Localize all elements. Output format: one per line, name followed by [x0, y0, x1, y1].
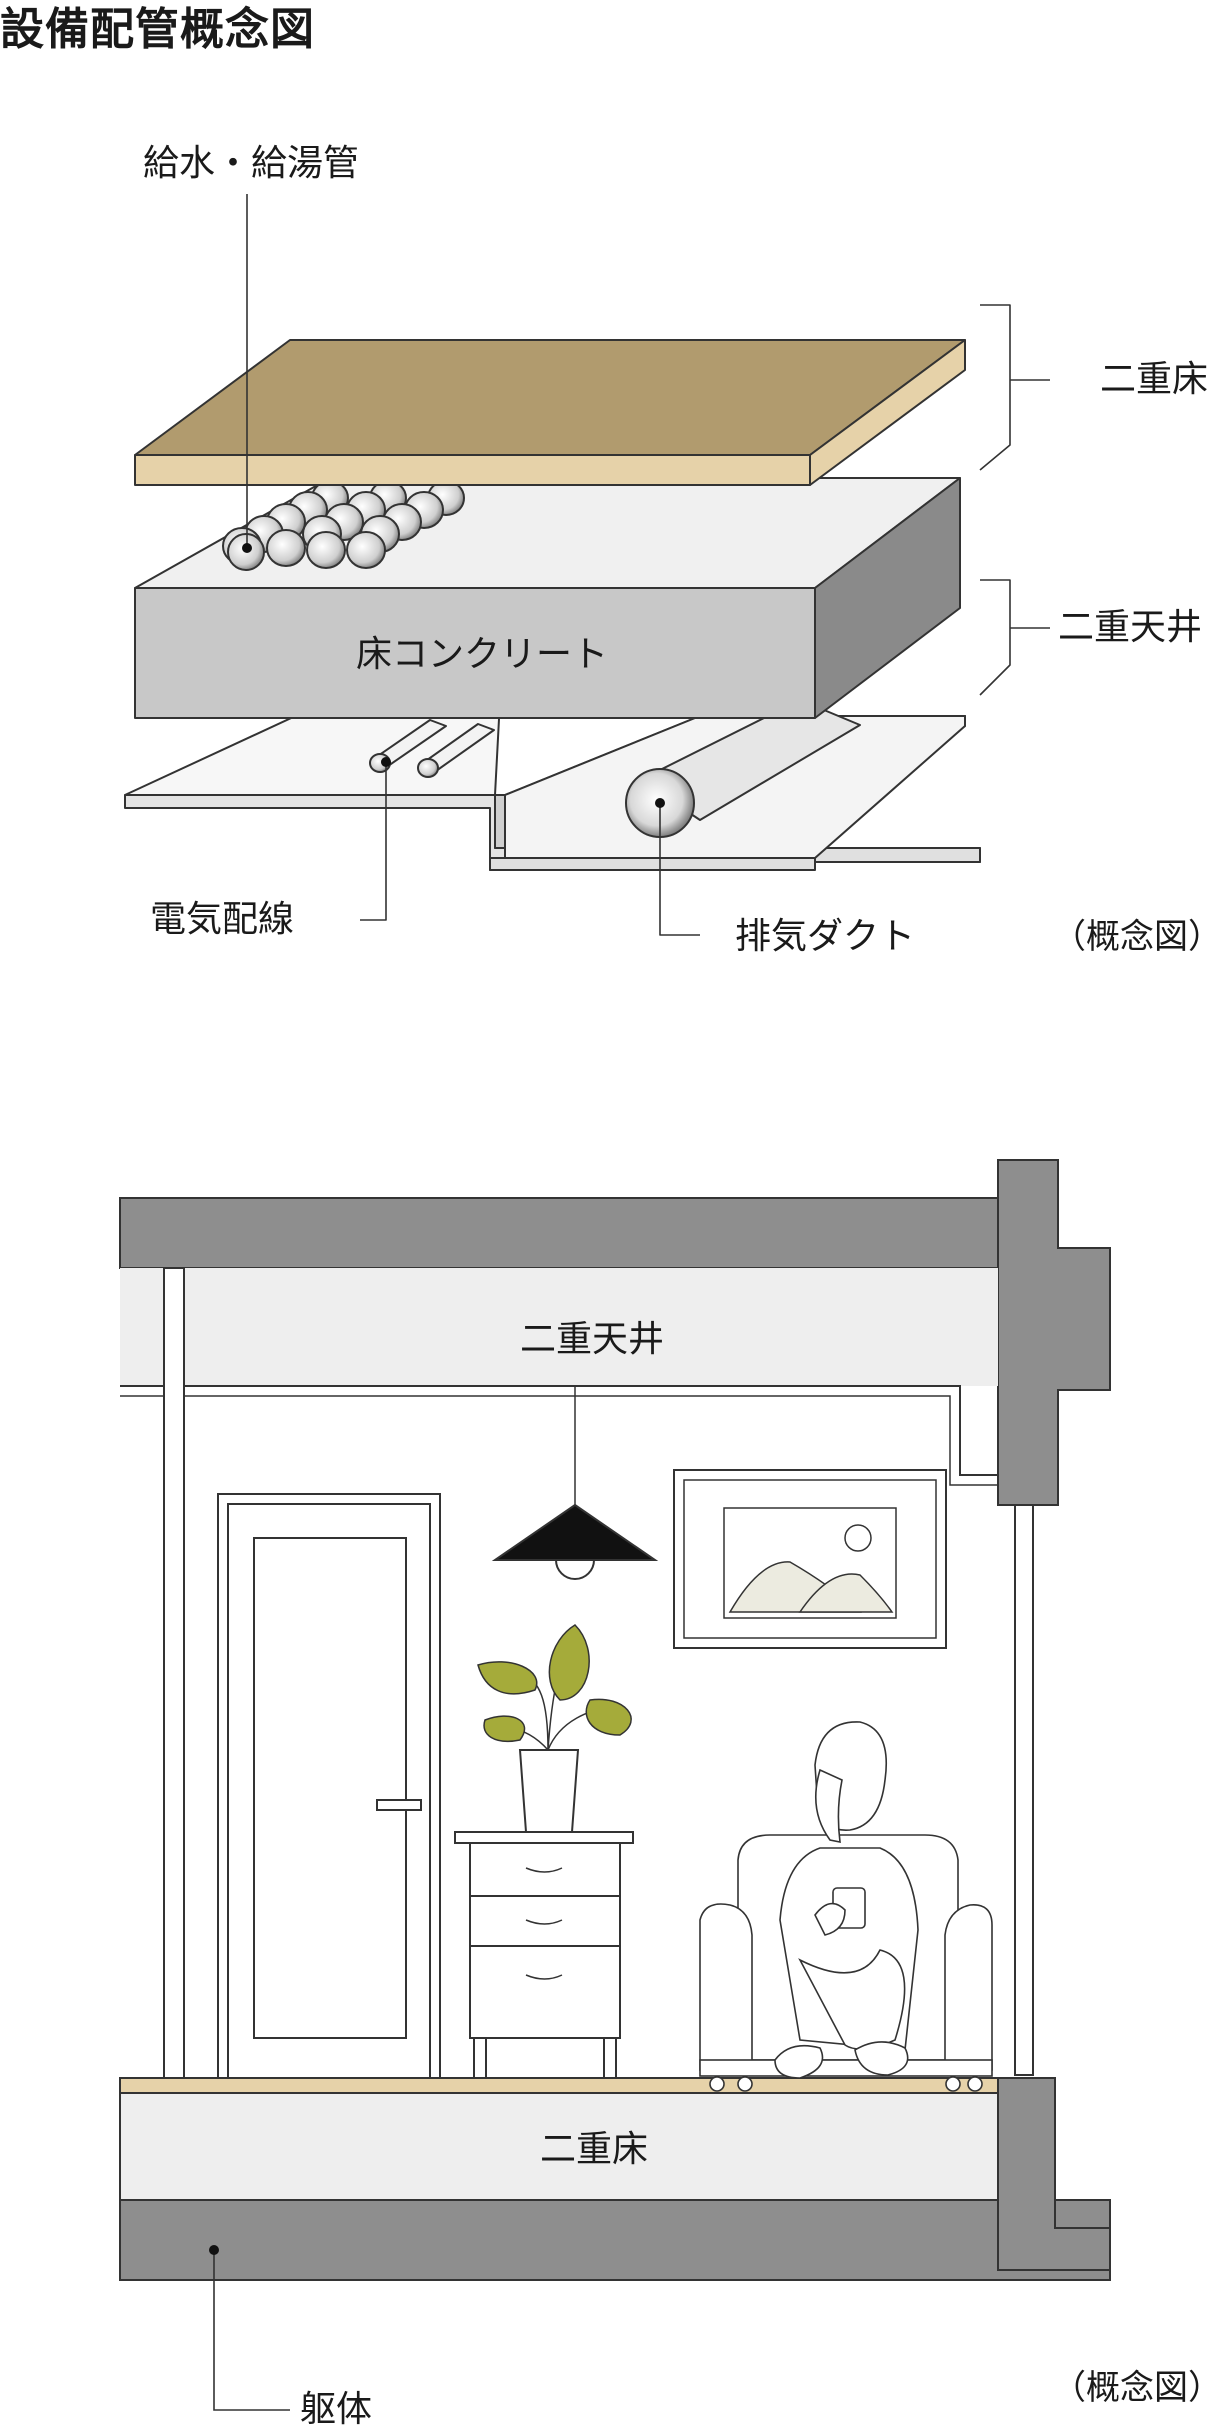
label-double-floor-upper: 二重床: [1100, 359, 1209, 400]
leader-structure: [213, 2250, 290, 2411]
upper-diagram: [124, 194, 1050, 936]
label-double-ceiling-lower: 二重天井: [520, 1319, 665, 1360]
label-double-ceiling-upper: 二重天井: [1058, 607, 1203, 648]
structure-frame: [119, 1159, 1111, 2281]
lower-diagram: [119, 1159, 1111, 2411]
double-floor-board: [134, 339, 966, 486]
label-floor-concrete: 床コンクリート: [356, 634, 609, 675]
electric-wiring-pipes: [369, 719, 495, 778]
label-concept-note-upper: （概念図）: [1052, 917, 1222, 957]
leader-dots-upper: [242, 543, 665, 808]
leader-lines-upper: [246, 194, 700, 936]
bracket-double-floor: [979, 304, 1050, 471]
double-ceiling-space: [120, 1268, 998, 1386]
floor-surface: [119, 2077, 999, 2094]
side-cabinet: [454, 1831, 634, 2079]
label-electric-wiring: 電気配線: [150, 899, 295, 940]
page-title: 設備配管概念図: [0, 4, 315, 55]
label-concept-note-lower: （概念図）: [1052, 2368, 1222, 2408]
bracket-double-ceiling: [979, 579, 1050, 696]
label-water-supply-pipe: 給水・給湯管: [143, 143, 360, 184]
door: [217, 1493, 441, 2079]
framed-picture: [673, 1469, 947, 1649]
label-exhaust-duct: 排気ダクト: [735, 916, 916, 957]
pendant-lamp: [491, 1386, 659, 1580]
potted-plant: [477, 1624, 632, 1833]
armchair-person: [699, 1721, 993, 2092]
water-supply-pipes: [222, 480, 465, 571]
label-double-floor-lower: 二重床: [540, 2129, 649, 2170]
label-structure: 躯体: [300, 2389, 373, 2430]
concrete-slab: [134, 477, 961, 719]
